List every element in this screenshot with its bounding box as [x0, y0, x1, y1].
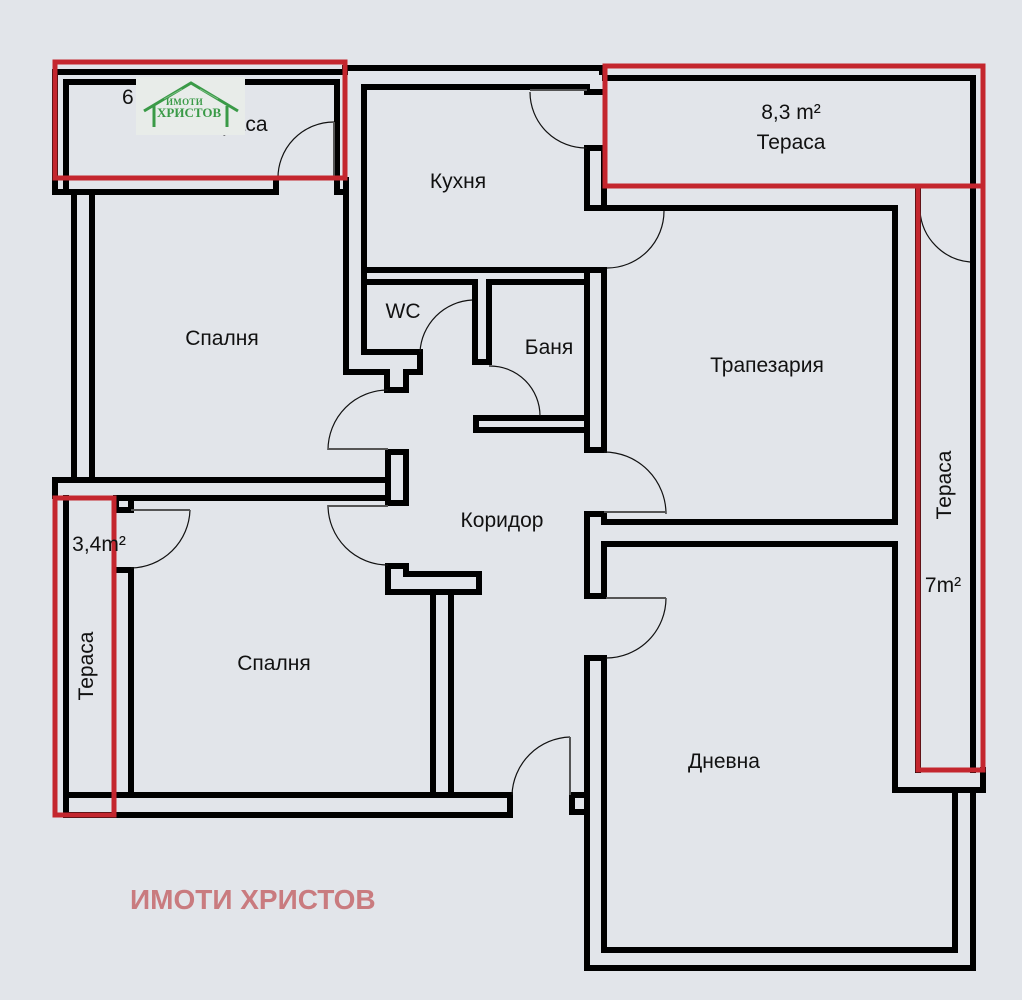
terrace-left-label: Тераса: [75, 631, 98, 700]
doors: [130, 89, 971, 796]
terrace-highlight-right[interactable]: [915, 183, 986, 773]
bedroom-2-label: Спалня: [237, 652, 310, 675]
terrace-highlights: [52, 59, 986, 818]
terrace-top-right-label: Тераса: [757, 131, 826, 154]
bathroom-label: Баня: [525, 336, 573, 359]
corridor-label: Коридор: [461, 509, 544, 532]
bedroom-1-label: Спалня: [185, 327, 258, 350]
terrace-right-label: Тераса: [933, 450, 956, 519]
house-roof-icon: [143, 81, 239, 127]
wc-label: WC: [386, 300, 421, 323]
logo-line-2: ХРИСТОВ: [157, 105, 222, 120]
living-label: Дневна: [688, 750, 760, 773]
terrace-highlight-left[interactable]: [52, 495, 117, 818]
kitchen-label: Кухня: [430, 170, 486, 193]
dining-label: Трапезария: [710, 354, 824, 377]
terrace-top-right-area: 8,3 m²: [761, 101, 821, 124]
terrace-highlight-top-left[interactable]: [52, 59, 348, 181]
terrace-top-left-area: 6: [122, 86, 134, 109]
logo-line-1: ИМОТИ: [166, 97, 203, 107]
terrace-highlight-top-right[interactable]: [602, 63, 986, 189]
terrace-left-area: 3,4m²: [72, 533, 126, 556]
terrace-right-area: 7m²: [925, 574, 961, 597]
room-labels: 6 раса 8,3 m² Тераса Кухня Спалня WC Бан…: [72, 86, 961, 773]
company-logo: ИМОТИ ХРИСТОВ: [136, 77, 245, 135]
watermark-text: ИМОТИ ХРИСТОВ: [130, 884, 376, 915]
